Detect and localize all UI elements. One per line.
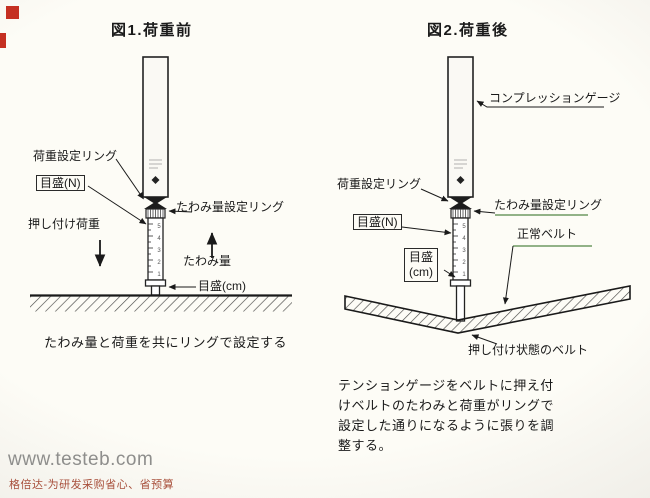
label-scale-n: 目盛(N) (36, 175, 85, 192)
gauge-body (447, 56, 474, 198)
leader-load-ring (420, 188, 449, 202)
gauge-print-lines (149, 159, 162, 169)
label-scale-n: 目盛(N) (353, 214, 402, 231)
leader-scale-n (87, 185, 147, 225)
figure1-caption: たわみ量と荷重を共にリングで設定する (44, 335, 288, 350)
label-load-setting-ring: 荷重設定リング (337, 177, 422, 191)
gauge-foot-plate (144, 279, 167, 287)
caption-line: 設定した通りになるように張りを調 (338, 418, 555, 433)
ruler-number: 3 (157, 248, 161, 254)
watermark-url: www.testeb.com (8, 449, 154, 470)
gauge-foot-stem (150, 285, 161, 296)
watermark-slogan: 格倍达-为研发采购省心、省预算 (9, 479, 175, 491)
label-scale-cm-line1: 目盛 (409, 250, 434, 264)
ruler-number: 3 (462, 248, 466, 254)
figure1-before-load: 5 4 3 2 1 (30, 56, 292, 312)
knurl-lines (147, 209, 164, 218)
scale-ruler (452, 217, 469, 281)
leader-pressed-belt (471, 334, 498, 345)
gauge-body (142, 56, 169, 198)
ruler-number: 4 (157, 236, 161, 242)
ground-hatch (30, 296, 292, 312)
ruler-ticks (453, 223, 458, 273)
gauge-foot-plate (449, 279, 472, 287)
ruler-ticks (148, 223, 153, 273)
ruler-number: 2 (157, 260, 161, 266)
figure2-title: 図2.荷重後 (427, 22, 509, 39)
ruler-number: 1 (157, 272, 161, 278)
ruler-number: 5 (462, 224, 466, 230)
scale-ruler (147, 217, 164, 281)
figure1-title: 図1.荷重前 (111, 22, 193, 39)
label-scale-cm: 目盛(cm) (198, 279, 246, 293)
caption-line: 整する。 (338, 438, 393, 453)
caption-line: テンションゲージをベルトに押え付 (338, 378, 554, 393)
caption-line: けベルトのたわみと荷重がリングで (338, 398, 555, 413)
knurl-lines (452, 209, 469, 218)
leader-load-ring (115, 158, 144, 200)
figure2-caption: テンションゲージをベルトに押え付 けベルトのたわみと荷重がリングで 設定した通り… (338, 375, 554, 455)
leader-deflection-ring (473, 208, 496, 215)
leader-scale-cm (443, 269, 456, 278)
leader-scale-n (401, 226, 452, 236)
ruler-number: 1 (462, 272, 466, 278)
leader-normal-belt (502, 245, 514, 305)
label-scale-cm: 目盛 (cm) (404, 248, 439, 282)
load-ring-marker (144, 197, 167, 209)
edge-red-mark (0, 33, 6, 48)
site-logo-mark (6, 6, 19, 19)
label-compression-gauge: コンプレッションゲージ (489, 91, 621, 105)
figure2-after-load: 5 4 3 2 1 (344, 56, 631, 345)
ruler-number: 5 (157, 224, 161, 230)
label-deflection-setting-ring: たわみ量設定リング (176, 200, 285, 214)
gauge-logo-diamond (456, 176, 465, 184)
gauge-logo-diamond (151, 176, 160, 184)
label-pressed-belt: 押し付け状態のベルト (468, 343, 589, 357)
load-ring-marker (449, 197, 472, 209)
label-load-setting-ring: 荷重設定リング (33, 149, 118, 163)
label-press-load: 押し付け荷重 (28, 217, 101, 231)
belt (344, 285, 631, 334)
label-normal-belt: 正常ベルト (517, 227, 578, 241)
ruler-number: 2 (462, 260, 466, 266)
gauge-foot-stem (455, 285, 466, 322)
label-deflection-setting-ring: たわみ量設定リング (494, 198, 603, 212)
gauge-print-lines (454, 159, 467, 169)
label-deflection-amount: たわみ量 (183, 254, 232, 268)
leader-deflection-ring (168, 208, 193, 215)
label-scale-cm-line2: (cm) (409, 265, 433, 279)
ruler-number: 4 (462, 236, 466, 242)
leader-compression-gauge (476, 100, 604, 108)
